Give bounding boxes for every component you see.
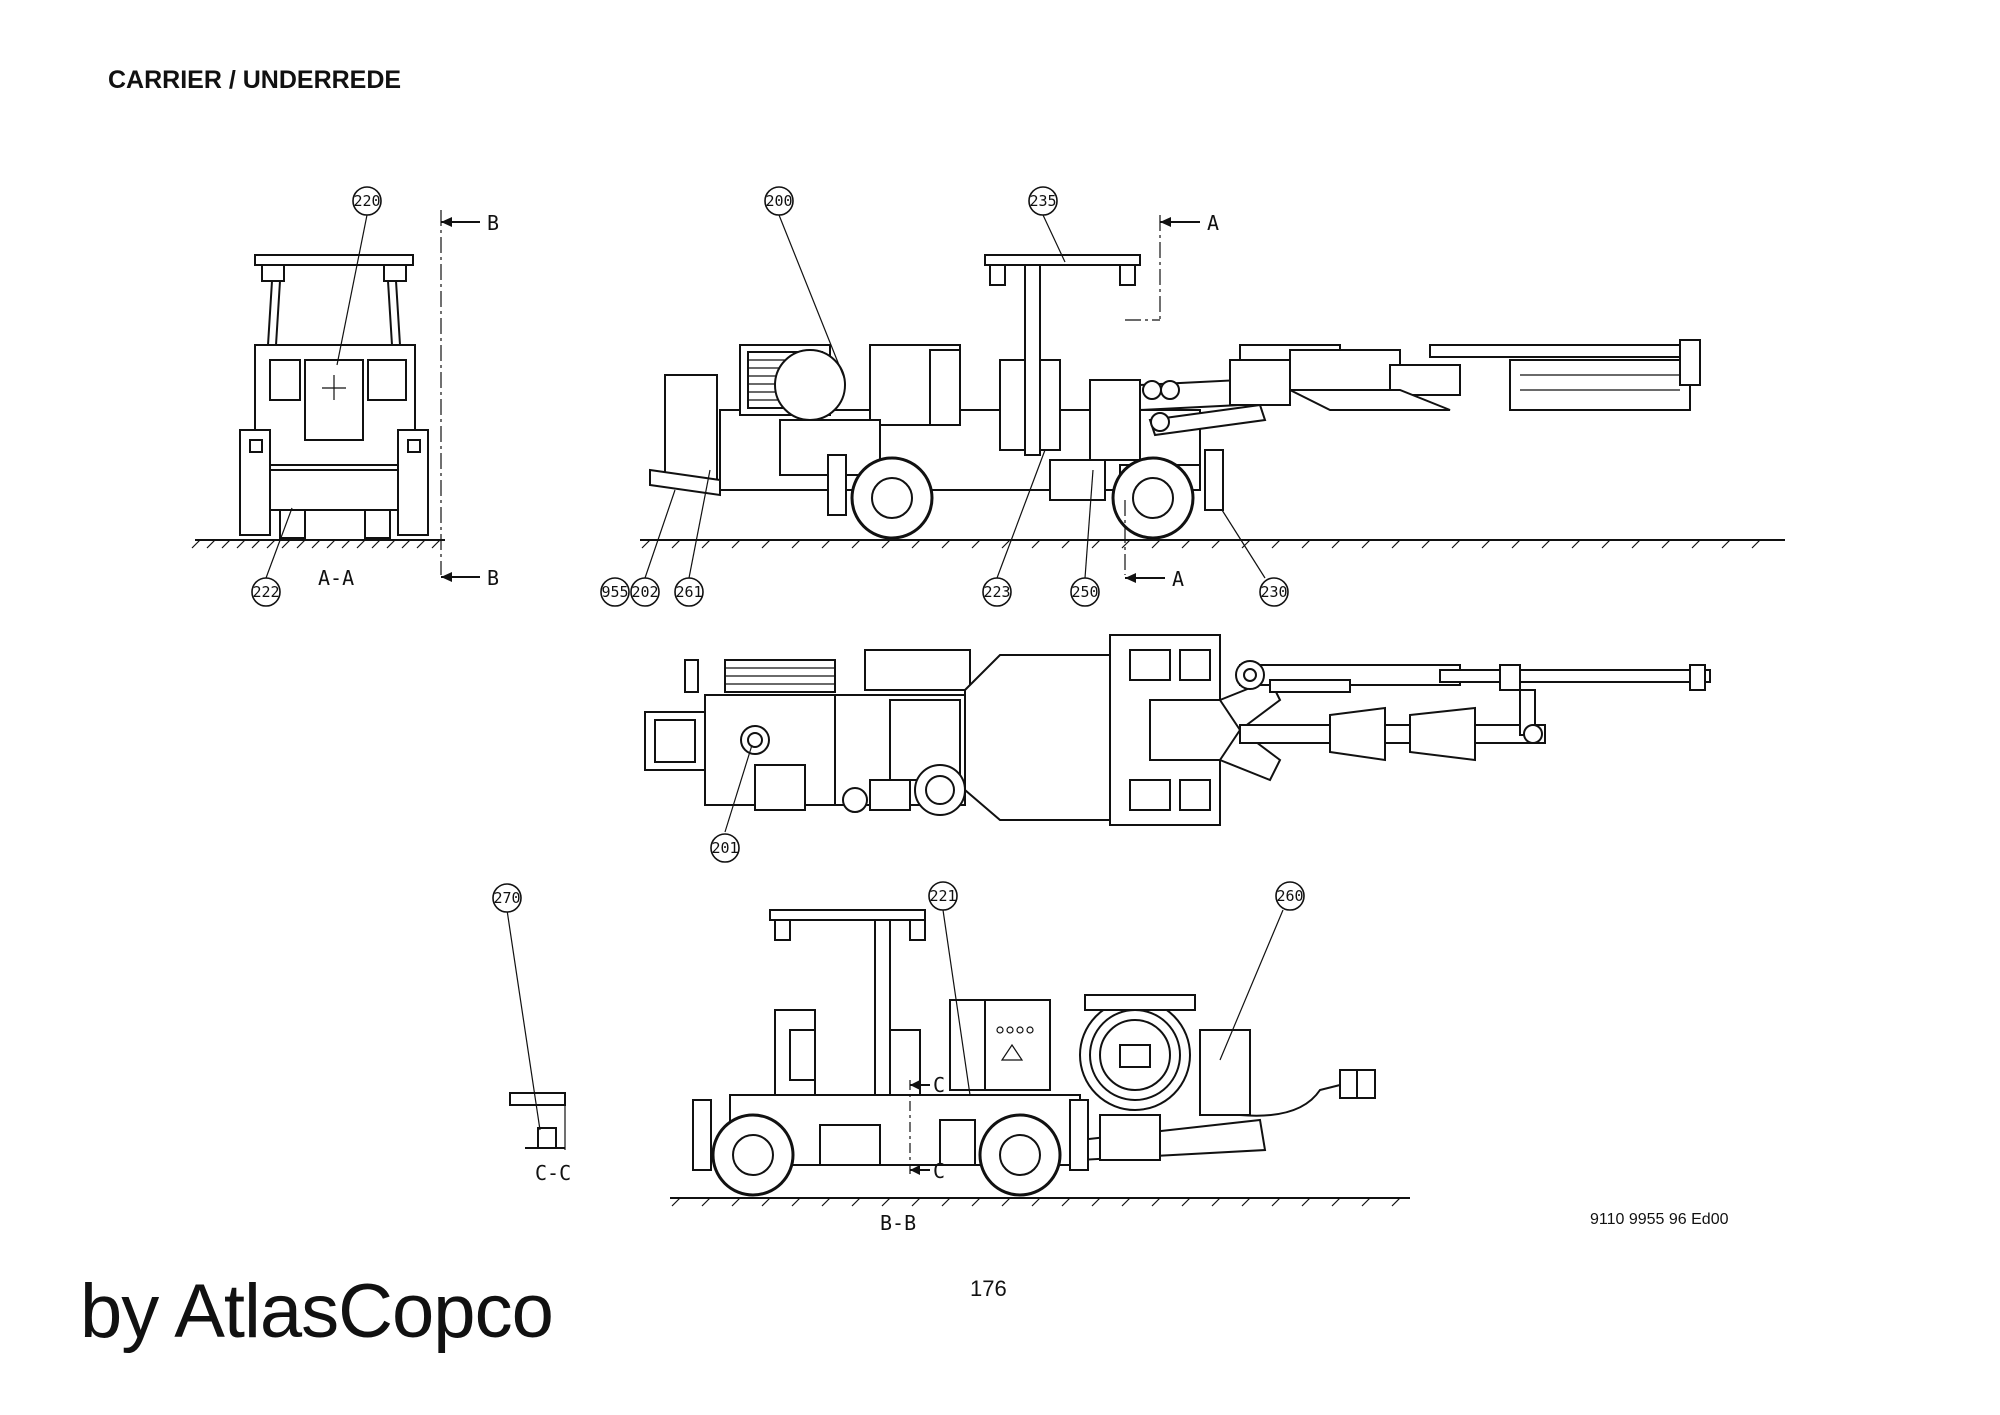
leader-lines (265, 214, 1284, 1131)
callout-222: 222 (251, 577, 281, 607)
section-label-c-bottom: C (933, 1159, 945, 1183)
callout-261: 261 (674, 577, 704, 607)
page-title: CARRIER / UNDERREDE (108, 66, 402, 94)
view-title-b-b: B-B (880, 1211, 916, 1235)
svg-text:250: 250 (1071, 583, 1098, 601)
brand-watermark: by AtlasCopco (80, 1269, 554, 1354)
view-titles: A-A B-B C-C (318, 566, 916, 1235)
callout-221: 221 (928, 881, 958, 911)
section-label-c-top: C (933, 1073, 945, 1097)
svg-text:223: 223 (983, 583, 1010, 601)
view-title-c-c: C-C (535, 1161, 571, 1185)
side-view (640, 254, 1785, 549)
svg-text:220: 220 (353, 192, 380, 210)
section-label-b-top: B (487, 211, 499, 235)
section-label-a-top: A (1207, 211, 1219, 235)
svg-text:221: 221 (929, 887, 956, 905)
callout-955: 955 (600, 577, 630, 607)
callout-250: 250 (1070, 577, 1100, 607)
svg-text:261: 261 (675, 583, 702, 601)
front-view-a-a (191, 254, 445, 549)
svg-text:200: 200 (765, 192, 792, 210)
callout-270: 270 (492, 883, 522, 913)
callout-200: 200 (764, 186, 794, 216)
svg-text:235: 235 (1029, 192, 1056, 210)
detail-view-c-c (509, 1092, 566, 1150)
section-line-b: B B (440, 210, 499, 590)
svg-text:260: 260 (1276, 887, 1303, 905)
section-line-c: C C (909, 1073, 945, 1183)
svg-text:270: 270 (493, 889, 520, 907)
callout-260: 260 (1275, 881, 1305, 911)
callout-201: 201 (710, 833, 740, 863)
callout-202: 202 (630, 577, 660, 607)
page-number: 176 (970, 1276, 1007, 1301)
callout-220: 220 (352, 186, 382, 216)
callout-230: 230 (1259, 577, 1289, 607)
svg-text:201: 201 (711, 839, 738, 857)
view-title-a-a: A-A (318, 566, 354, 590)
svg-text:222: 222 (252, 583, 279, 601)
svg-text:202: 202 (631, 583, 658, 601)
section-label-a-bottom: A (1172, 567, 1184, 591)
svg-text:230: 230 (1260, 583, 1287, 601)
rear-view-b-b (670, 909, 1410, 1207)
callout-235: 235 (1028, 186, 1058, 216)
section-label-b-bottom: B (487, 566, 499, 590)
top-view (644, 634, 1711, 826)
svg-text:955: 955 (601, 583, 628, 601)
callout-223: 223 (982, 577, 1012, 607)
document-number: 9110 9955 96 Ed00 (1590, 1211, 1729, 1228)
section-line-a: A A (1124, 211, 1219, 591)
